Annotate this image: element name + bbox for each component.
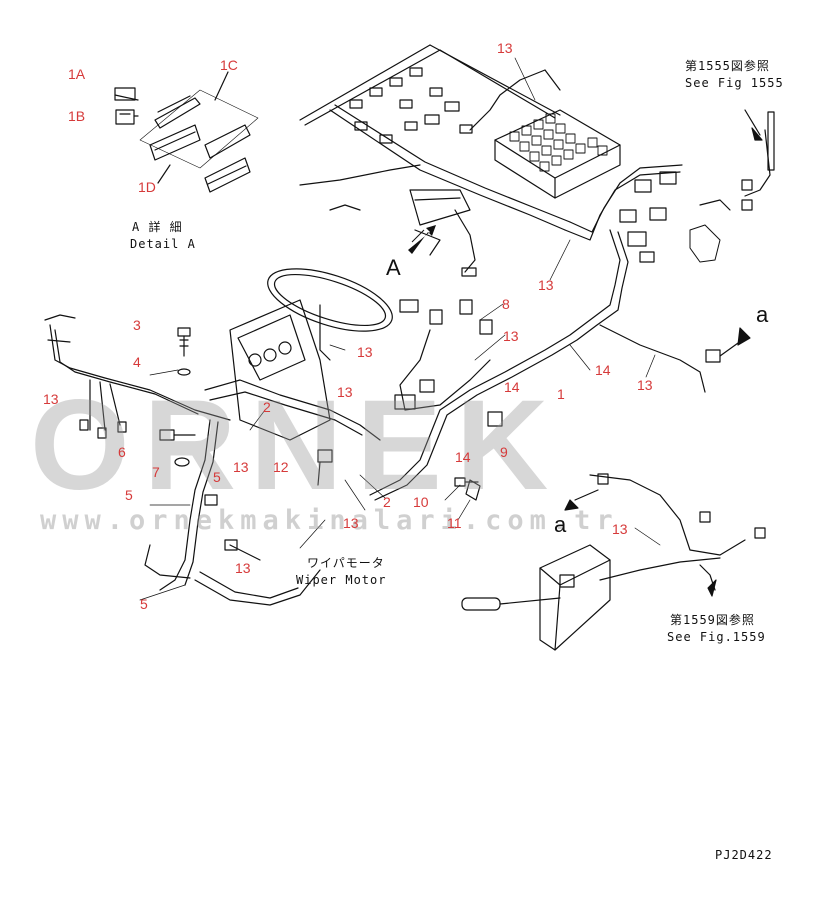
part-code: PJ2D422 <box>715 848 773 862</box>
connector-label-a-lower: a <box>554 512 567 537</box>
callout-5-a: 5 <box>213 469 221 485</box>
fuse-block <box>494 109 621 199</box>
callout-1d: 1D <box>138 179 156 195</box>
callout-13-right-mid: 13 <box>538 277 554 293</box>
callout-13-top: 13 <box>497 40 513 56</box>
watermark-url: www.ornekmakinalari.com.tr <box>40 505 619 536</box>
callout-5-c: 5 <box>140 596 148 612</box>
callout-13-center: 13 <box>503 328 519 344</box>
view-arrow-a <box>408 225 436 254</box>
callout-13-steer: 13 <box>357 344 373 360</box>
callout-10: 10 <box>413 494 429 510</box>
callout-13-c: 13 <box>343 515 359 531</box>
callout-13-left: 13 <box>43 391 59 407</box>
detail-a-connectors <box>114 71 259 193</box>
ref-fig-1559-jp: 第1559図参照 <box>670 613 755 627</box>
callout-2-b: 2 <box>383 494 391 510</box>
callout-7: 7 <box>152 464 160 480</box>
callout-11: 11 <box>447 515 462 531</box>
callout-8: 8 <box>502 296 510 312</box>
callout-4: 4 <box>133 354 141 370</box>
lever-switch-panel <box>461 473 766 651</box>
upper-harness-frame <box>299 44 571 277</box>
watermark-brand: ORNEK <box>30 374 563 517</box>
callout-2-a: 2 <box>263 399 271 415</box>
callout-13-e: 13 <box>235 560 251 576</box>
ref-fig-1555-en: See Fig 1555 <box>685 76 784 90</box>
callout-6: 6 <box>118 444 126 460</box>
callout-14-b: 14 <box>504 379 520 395</box>
callout-14-c: 14 <box>455 449 471 465</box>
callout-5-b: 5 <box>125 487 133 503</box>
callout-1c: 1C <box>220 57 238 73</box>
callout-13-col: 13 <box>337 384 353 400</box>
callout-1: 1 <box>557 386 565 402</box>
view-label-A: A <box>386 255 401 280</box>
right-harness <box>369 109 775 501</box>
callout-13-b: 13 <box>233 459 249 475</box>
callout-1b: 1B <box>68 108 86 124</box>
connector-label-a-upper: a <box>756 302 769 327</box>
callout-14-a: 14 <box>595 362 611 378</box>
callout-9: 9 <box>500 444 508 460</box>
wiper-motor-label-en: Wiper Motor <box>296 573 387 587</box>
leader-lines <box>139 57 661 601</box>
callout-13-d: 13 <box>612 521 628 537</box>
detail-a-label-jp: A 詳 細 <box>132 220 183 234</box>
callout-1a: 1A <box>68 66 86 82</box>
ref-fig-1559-en: See Fig.1559 <box>667 630 766 644</box>
callout-12: 12 <box>273 459 289 475</box>
detail-a-label-en: Detail A <box>130 237 196 251</box>
wiper-motor-label-jp: ワイパモータ <box>307 556 385 570</box>
hardware-parts <box>159 327 481 501</box>
callout-13-a: 13 <box>637 377 653 393</box>
ref-fig-1555-jp: 第1555図参照 <box>685 59 770 73</box>
callout-3: 3 <box>133 317 141 333</box>
steering-dashboard <box>204 268 503 486</box>
left-harness <box>44 314 321 606</box>
